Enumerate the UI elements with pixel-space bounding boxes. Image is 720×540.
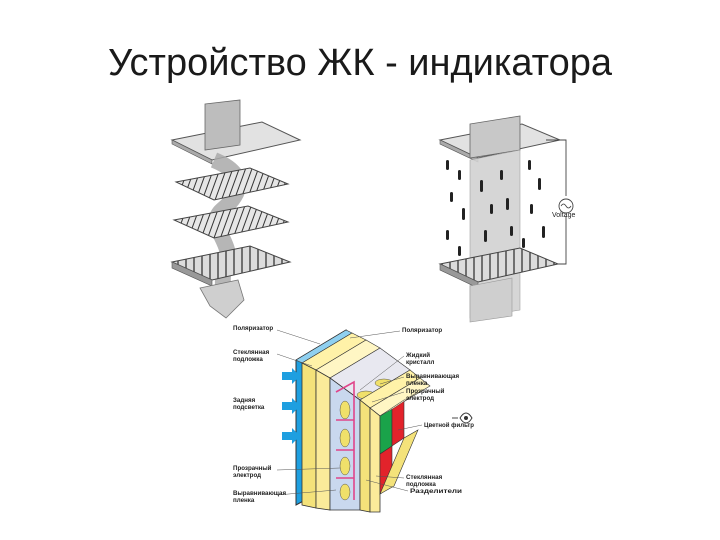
label-color-filter: Цветной фильтр [424, 422, 474, 429]
page-title: Устройство ЖК - индикатора [107, 42, 613, 84]
field-on-illustration: Voltage [438, 115, 575, 323]
twisted-nematic-off-illustration [170, 99, 302, 319]
eye-icon [459, 412, 473, 424]
label-polarizer-front: Поляризатор [402, 327, 442, 334]
label-polarizer-back: Поляризатор [233, 325, 273, 332]
label-spacers: Разделители [410, 488, 462, 495]
backlight-arrows [282, 368, 300, 444]
voltage-label: Voltage [552, 212, 575, 219]
